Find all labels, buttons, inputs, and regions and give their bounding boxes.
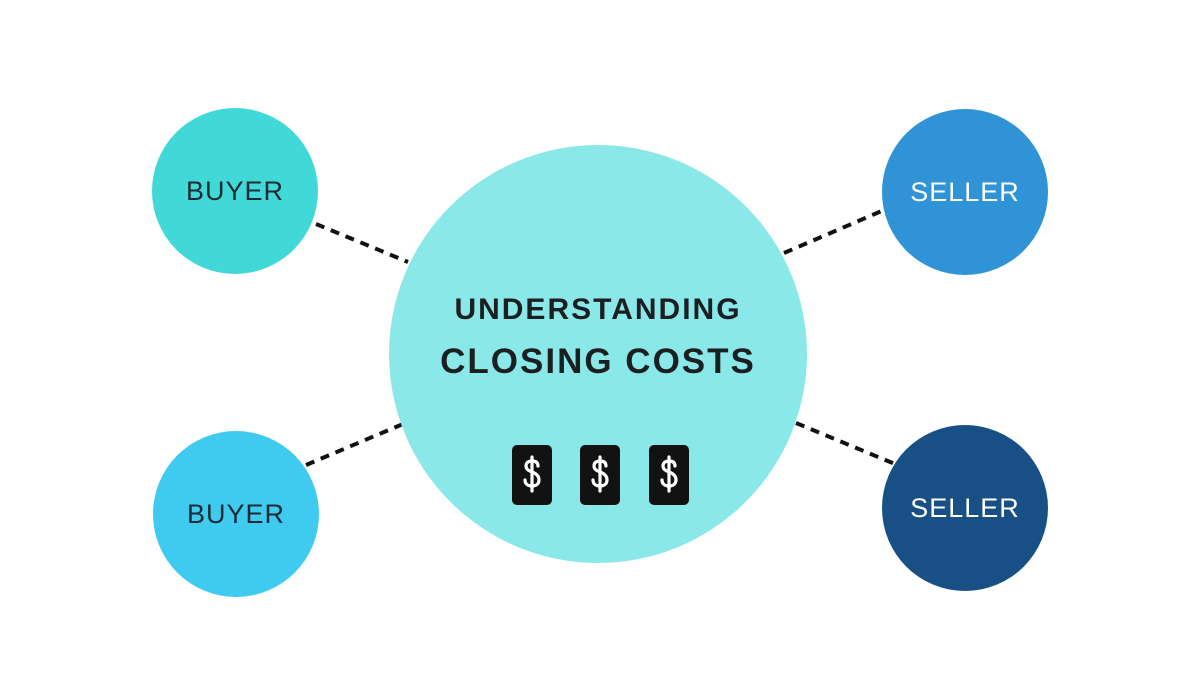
- connector-seller-bottom: [795, 421, 896, 466]
- buyer-node-top: BUYER: [152, 108, 318, 274]
- buyer-node-bottom: BUYER: [153, 431, 319, 597]
- seller-node-bottom: SELLER: [882, 425, 1048, 591]
- seller-label: SELLER: [910, 492, 1020, 523]
- dollar-bill-icon: [649, 445, 689, 505]
- center-title-line2: CLOSING COSTS: [440, 342, 756, 381]
- dollar-sign-icon: [660, 455, 678, 493]
- buyer-label: BUYER: [186, 498, 286, 529]
- dollar-sign-icon: [523, 455, 541, 493]
- center-title-line1: UNDERSTANDING: [454, 293, 742, 326]
- seller-node-top: SELLER: [882, 109, 1048, 275]
- seller-label: SELLER: [910, 176, 1020, 207]
- connector-seller-top: [783, 208, 885, 255]
- connector-buyer-top: [315, 222, 409, 264]
- buyer-label: BUYER: [185, 175, 285, 206]
- dollar-sign-icon: [591, 455, 609, 493]
- dollar-bill-icon: [580, 445, 620, 505]
- dollar-bill-icon: [512, 445, 552, 505]
- connector-buyer-bottom: [305, 422, 404, 467]
- center-topic-circle: UNDERSTANDING CLOSING COSTS: [389, 145, 807, 563]
